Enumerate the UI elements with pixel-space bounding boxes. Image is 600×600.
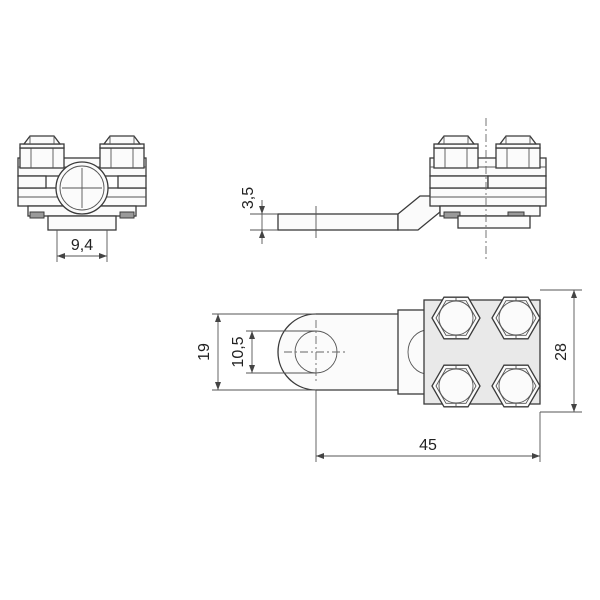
dim-block-height: 28 [553, 343, 570, 361]
dim-overall-length: 45 [419, 437, 437, 454]
dim-pitch-width: 9,4 [71, 237, 93, 254]
front-view: 9,4 [17, 135, 147, 262]
top-view: 19 10,5 28 45 [196, 289, 582, 462]
dim-hole-diameter: 10,5 [230, 336, 247, 367]
dim-lug-width: 19 [196, 343, 213, 361]
side-view: 3,5 [240, 118, 547, 262]
dim-lug-thickness: 3,5 [240, 187, 257, 209]
